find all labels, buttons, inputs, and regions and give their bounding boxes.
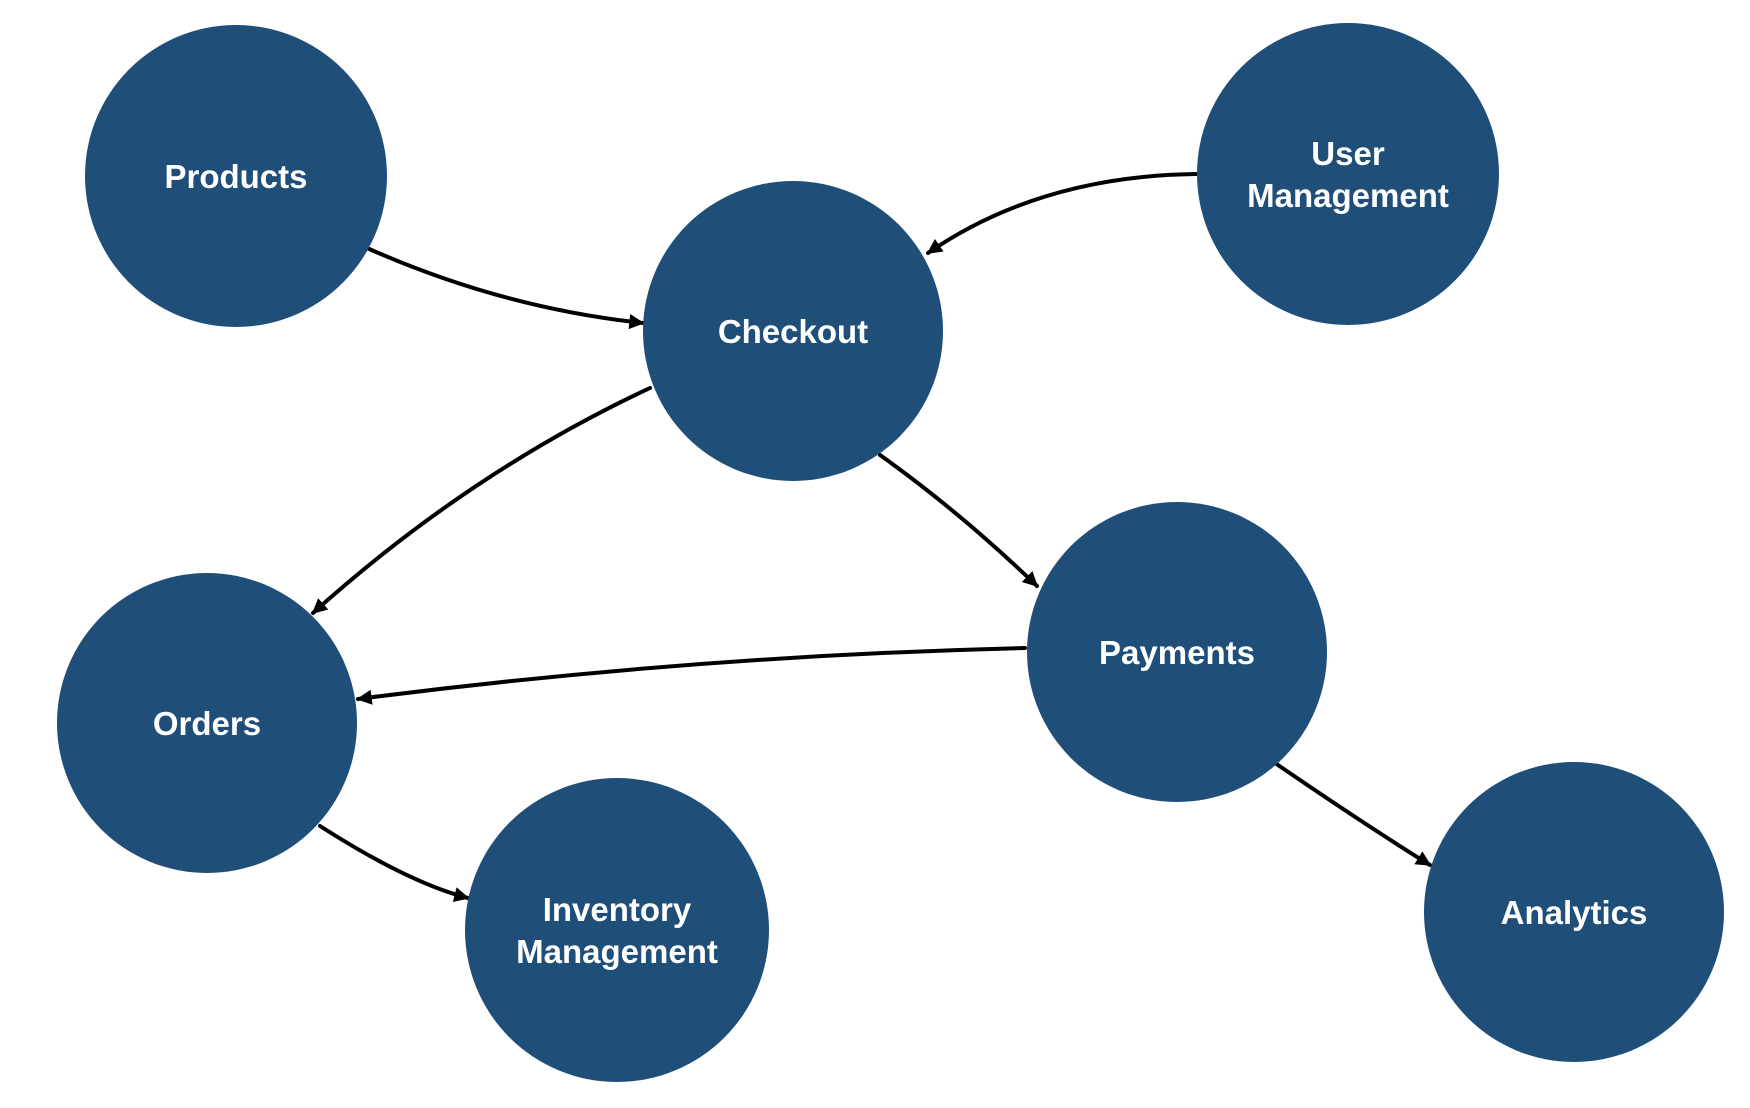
node-label-line: Products bbox=[164, 158, 307, 195]
edge-products-to-checkout bbox=[365, 246, 645, 330]
node-payments[interactable]: Payments bbox=[1027, 502, 1327, 802]
node-label-products: Products bbox=[164, 158, 307, 195]
node-label-line: Management bbox=[516, 933, 718, 970]
node-label-line: Management bbox=[1247, 177, 1449, 214]
node-label-line: Inventory bbox=[543, 891, 692, 928]
node-circle-user-management[interactable] bbox=[1197, 23, 1499, 325]
node-label-line: Analytics bbox=[1501, 894, 1648, 931]
node-circle-checkout[interactable] bbox=[643, 181, 943, 481]
edge-orders-to-inventory-management bbox=[318, 824, 470, 902]
node-label-line: Payments bbox=[1099, 634, 1255, 671]
node-circle-analytics[interactable] bbox=[1424, 762, 1724, 1062]
node-label-line: Checkout bbox=[718, 313, 868, 350]
edges-layer bbox=[311, 172, 1432, 902]
node-label-payments: Payments bbox=[1099, 634, 1255, 671]
edge-payments-to-orders bbox=[356, 646, 1027, 705]
edge-user-management-to-checkout bbox=[926, 172, 1198, 255]
node-label-checkout: Checkout bbox=[718, 313, 868, 350]
node-circle-orders[interactable] bbox=[57, 573, 357, 873]
node-analytics[interactable]: Analytics bbox=[1424, 762, 1724, 1062]
node-products[interactable]: Products bbox=[85, 25, 387, 327]
node-orders[interactable]: Orders bbox=[57, 573, 357, 873]
node-label-line: Orders bbox=[153, 705, 261, 742]
node-label-orders: Orders bbox=[153, 705, 261, 742]
edge-checkout-to-orders bbox=[311, 386, 652, 615]
node-label-analytics: Analytics bbox=[1501, 894, 1648, 931]
node-circle-inventory-management[interactable] bbox=[465, 778, 769, 1082]
node-label-line: User bbox=[1311, 135, 1385, 172]
node-circle-payments[interactable] bbox=[1027, 502, 1327, 802]
node-circle-products[interactable] bbox=[85, 25, 387, 327]
edge-checkout-to-payments bbox=[878, 453, 1039, 588]
edge-payments-to-analytics bbox=[1273, 761, 1432, 867]
node-checkout[interactable]: Checkout bbox=[643, 181, 943, 481]
